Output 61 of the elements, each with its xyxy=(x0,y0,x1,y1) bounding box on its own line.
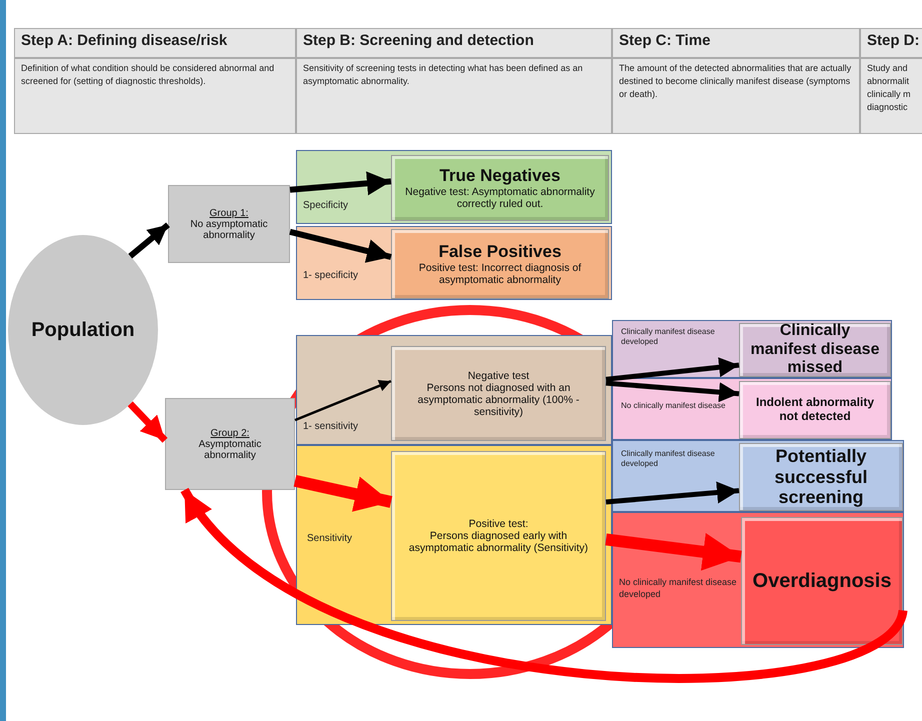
arrow xyxy=(605,533,742,571)
box-text: Positive test: Incorrect diagnosis of asymptomatic abnormality xyxy=(418,262,582,286)
band-label: No clinically manifest disease xyxy=(621,401,726,412)
box-text: Negative test: Asymptomatic abnormality correctly ruled out. xyxy=(404,186,596,210)
box-title: False Positives xyxy=(438,242,562,262)
band-label: Specificity xyxy=(303,199,350,212)
outcome-box xyxy=(391,346,606,441)
box-text: Clinically manifest disease missed xyxy=(750,322,880,378)
box-text: Persons not diagnosed with an asymptomatic abnormality (100% - sensitivity) xyxy=(416,382,580,418)
band xyxy=(296,150,612,224)
outcome-box xyxy=(739,443,903,511)
arrow xyxy=(606,380,740,402)
box-title: Negative test xyxy=(466,370,530,382)
band-label: Clinically manifest disease developed xyxy=(621,327,716,348)
band xyxy=(296,445,612,625)
band-label: No clinically manifest disease developed xyxy=(619,577,738,600)
outcome-box xyxy=(741,517,903,645)
group-box xyxy=(165,398,295,490)
column-header: Step B: Screening and detection xyxy=(296,28,612,58)
column-description: Definition of what condition should be considered abnormal and screened for (setting of diagnostic thresholds). xyxy=(14,58,296,134)
band xyxy=(296,226,612,300)
band xyxy=(612,512,904,648)
column-header: Step C: Time xyxy=(612,28,860,58)
box-title: Positive test: xyxy=(468,518,530,530)
outcome-box xyxy=(739,323,891,377)
band xyxy=(296,335,612,445)
group-title: Group 1: xyxy=(210,208,248,218)
band xyxy=(612,440,904,512)
arrow xyxy=(606,482,740,504)
column-description: Sensitivity of screening tests in detecting what has been defined as an asymptomatic abnormality. xyxy=(296,58,612,134)
arrow xyxy=(180,487,907,683)
arrow xyxy=(294,474,392,512)
arrow xyxy=(606,357,740,382)
column-header: Step D: xyxy=(860,28,922,58)
column-header: Step A: Defining disease/risk xyxy=(14,28,296,58)
outcome-box xyxy=(739,381,891,439)
arrow xyxy=(128,222,170,258)
band-label: 1- specificity xyxy=(303,269,360,282)
outcome-box xyxy=(391,229,609,299)
band-label: 1- sensitivity xyxy=(303,420,360,433)
group-box xyxy=(168,185,290,263)
node-title: Population xyxy=(31,318,135,342)
band xyxy=(612,320,892,378)
group-text: Asymptomatic abnormality xyxy=(198,438,262,460)
box-text: Potentially successful screening xyxy=(773,446,869,508)
group-title: Group 2: xyxy=(210,428,250,438)
box-title: True Negatives xyxy=(438,166,562,186)
arrow xyxy=(128,401,168,443)
box-text: Indolent abnormality not detected xyxy=(754,396,875,424)
column-description: Study and abnormalit clinically m diagnostic xyxy=(860,58,922,134)
box-text: Overdiagnosis xyxy=(752,570,892,592)
band-label: Sensitivity xyxy=(307,532,354,545)
group-text: No asymptomatic abnormality xyxy=(189,218,269,240)
outcome-box xyxy=(391,155,609,221)
arrow xyxy=(294,380,392,422)
band-label: Clinically manifest disease developed xyxy=(621,449,716,470)
column-description: The amount of the detected abnormalities that are actually destined to become clinically manifest disease (symptoms or death). xyxy=(612,58,860,134)
band xyxy=(612,378,892,440)
arrow xyxy=(290,171,392,196)
box-text: Persons diagnosed early with asymptomatic abnormality (Sensitivity) xyxy=(408,530,590,554)
outcome-box xyxy=(391,451,606,621)
